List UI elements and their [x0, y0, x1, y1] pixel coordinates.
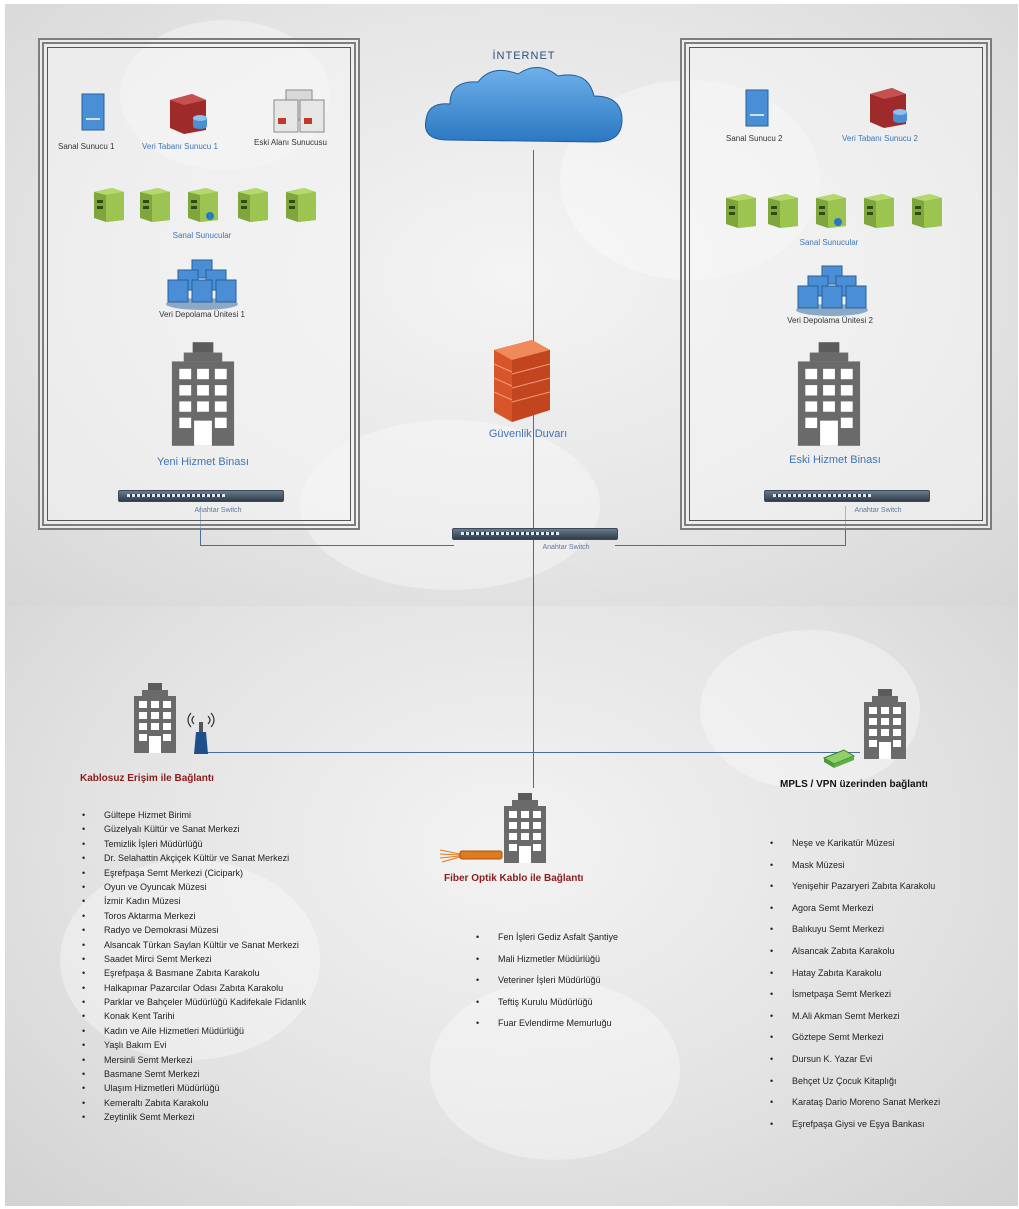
file-server-icon — [273, 89, 325, 133]
list-item: Fuar Evlendirme Memurluğu — [476, 1018, 618, 1040]
building-icon — [797, 342, 861, 446]
list-item: Mali Hizmetler Müdürlüğü — [476, 954, 618, 976]
virtual-server-icon — [238, 188, 268, 222]
cloud-icon — [424, 67, 623, 143]
list-item: Eşrefpaşa Semt Merkezi (Cicipark) — [82, 868, 306, 882]
list-item: Hatay Zabıta Karakolu — [770, 968, 940, 990]
list-item: Alsancak Zabıta Karakolu — [770, 946, 940, 968]
list-item: Saadet Mirci Semt Merkezi — [82, 954, 306, 968]
right-building-label: Eski Hizmet Binası — [789, 454, 881, 466]
left-switch-label: Anahtar Switch — [194, 507, 242, 514]
core-switch-label: Anahtar Switch — [542, 544, 590, 551]
list-item: Güzelyalı Kültür ve Sanat Merkezi — [82, 824, 306, 838]
left-switch-icon — [118, 490, 284, 502]
right-server2-label: Sanal Sunucu 2 — [726, 134, 783, 143]
list-item: Kadın ve Aile Hizmetleri Müdürlüğü — [82, 1026, 306, 1040]
building-icon — [504, 793, 546, 863]
right-site-link — [615, 545, 845, 546]
virtual-server-icon — [140, 188, 170, 222]
list-item: Dursun K. Yazar Evi — [770, 1054, 940, 1076]
left-storage-label: Veri Depolama Ünitesi 1 — [159, 310, 245, 319]
wireless-sites-list: Gültepe Hizmet BirimiGüzelyalı Kültür ve… — [82, 810, 306, 1127]
mpls-sites-list: Neşe ve Karikatür MüzesiMask MüzesiYeniş… — [770, 838, 940, 1140]
list-item: Gültepe Hizmet Birimi — [82, 810, 306, 824]
wireless-title: Kablosuz Erişim ile Bağlantı — [80, 773, 214, 784]
list-item: Balıkuyu Semt Merkezi — [770, 924, 940, 946]
storage-array-icon — [796, 265, 868, 316]
virtual-server-icon — [94, 188, 124, 222]
internet-label: İNTERNET — [492, 50, 556, 62]
list-item: Dr. Selahattin Akçiçek Kültür ve Sanat M… — [82, 853, 306, 867]
list-item: Oyun ve Oyuncak Müzesi — [82, 882, 306, 896]
list-item: Eşrefpaşa Giysi ve Eşya Bankası — [770, 1119, 940, 1141]
core-to-branches-link — [533, 540, 534, 752]
virtual-server-icon — [286, 188, 316, 222]
virtual-server-icon — [816, 194, 846, 228]
virtual-server-icon — [188, 188, 218, 222]
list-item: Veteriner İşleri Müdürlüğü — [476, 975, 618, 997]
branch-bus-line — [204, 752, 860, 753]
list-item: İzmir Kadın Müzesi — [82, 896, 306, 910]
left-building-label: Yeni Hizmet Binası — [157, 456, 249, 468]
fiber-cable-icon — [440, 849, 503, 863]
firewall-label: Güvenlik Duvarı — [488, 428, 568, 440]
list-item: Toros Aktarma Merkezi — [82, 911, 306, 925]
list-item: Alsancak Türkan Saylan Kültür ve Sanat M… — [82, 940, 306, 954]
server-icon — [81, 93, 105, 131]
left-file-server-label: Eski Alanı Sunucusu — [254, 138, 327, 147]
list-item: Mask Müzesi — [770, 860, 940, 882]
virtual-server-icon — [864, 194, 894, 228]
list-item: Göztepe Semt Merkezi — [770, 1032, 940, 1054]
virtual-server-icon — [912, 194, 942, 228]
left-site-link — [200, 545, 454, 546]
list-item: Kemeraltı Zabıta Karakolu — [82, 1098, 306, 1112]
left-virtual-servers-label: Sanal Sunucular — [172, 231, 232, 240]
list-item: Yenişehir Pazaryeri Zabıta Karakolu — [770, 881, 940, 903]
list-item: Parklar ve Bahçeler Müdürlüğü Kadifekale… — [82, 997, 306, 1011]
list-item: Agora Semt Merkezi — [770, 903, 940, 925]
fiber-sites-list: Fen İşleri Gediz Asfalt ŞantiyeMali Hizm… — [476, 932, 618, 1040]
list-item: Fen İşleri Gediz Asfalt Şantiye — [476, 932, 618, 954]
building-icon — [864, 689, 906, 759]
list-item: Halkapınar Pazarcılar Odası Zabıta Karak… — [82, 983, 306, 997]
list-item: Teftiş Kurulu Müdürlüğü — [476, 997, 618, 1019]
virtual-server-icon — [768, 194, 798, 228]
list-item: Neşe ve Karikatür Müzesi — [770, 838, 940, 860]
list-item: Behçet Uz Çocuk Kitaplığı — [770, 1076, 940, 1098]
list-item: Zeytinlik Semt Merkezi — [82, 1112, 306, 1126]
list-item: İsmetpaşa Semt Merkezi — [770, 989, 940, 1011]
router-icon — [822, 749, 856, 768]
fiber-title: Fiber Optik Kablo ile Bağlantı — [444, 873, 584, 884]
list-item: Ulaşım Hizmetleri Müdürlüğü — [82, 1083, 306, 1097]
list-item: Radyo ve Demokrasi Müzesi — [82, 925, 306, 939]
virtual-server-icon — [726, 194, 756, 228]
storage-array-icon — [166, 259, 238, 310]
core-switch-icon — [452, 528, 618, 540]
building-icon — [134, 683, 176, 753]
wireless-antenna-icon — [187, 712, 215, 754]
fiber-drop-line — [533, 752, 534, 788]
server-icon — [745, 89, 769, 127]
list-item: Basmane Semt Merkezi — [82, 1069, 306, 1083]
right-storage-label: Veri Depolama Ünitesi 2 — [787, 316, 873, 325]
right-virtual-servers-label: Sanal Sunucular — [799, 238, 859, 247]
list-item: Yaşlı Bakım Evi — [82, 1040, 306, 1054]
building-icon — [171, 342, 235, 446]
list-item: Karataş Dario Moreno Sanat Merkezi — [770, 1097, 940, 1119]
database-server-icon — [870, 88, 907, 128]
database-server-icon — [170, 94, 207, 134]
list-item: Eşrefpaşa & Basmane Zabıta Karakolu — [82, 968, 306, 982]
mpls-title: MPLS / VPN üzerinden bağlantı — [780, 779, 928, 790]
right-switch-icon — [764, 490, 930, 502]
left-server1-label: Sanal Sunucu 1 — [58, 142, 115, 151]
right-db-label: Veri Tabanı Sunucu 2 — [842, 134, 918, 143]
firewall-icon — [493, 340, 551, 422]
list-item: Konak Kent Tarihi — [82, 1011, 306, 1025]
list-item: M.Ali Akman Semt Merkezi — [770, 1011, 940, 1033]
right-switch-label: Anahtar Switch — [854, 507, 902, 514]
list-item: Temizlik İşleri Müdürlüğü — [82, 839, 306, 853]
list-item: Mersinli Semt Merkezi — [82, 1055, 306, 1069]
left-db-label: Veri Tabanı Sunucu 1 — [142, 142, 218, 151]
